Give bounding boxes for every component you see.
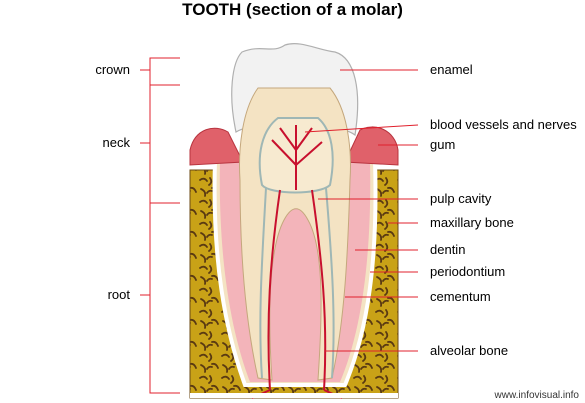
label-pulp-cavity: pulp cavity (430, 191, 492, 206)
gum-left (189, 127, 244, 166)
label-alveolar-bone: alveolar bone (430, 343, 509, 358)
label-crown: crown (95, 62, 130, 77)
gum-right (344, 126, 399, 166)
leader-lines (304, 69, 419, 352)
diagram-title: TOOTH (section of a molar) (182, 0, 403, 19)
root-canal-left (259, 187, 267, 379)
label-maxillary-bone: maxillary bone (430, 215, 514, 230)
label-gum: gum (430, 137, 456, 152)
label-enamel: enamel (430, 62, 473, 77)
label-dentin: dentin (430, 242, 466, 257)
left-bracket (140, 57, 180, 394)
label-root: root (107, 287, 130, 302)
site-credit: www.infovisual.info (494, 390, 579, 401)
label-cementum: cementum (430, 289, 491, 304)
root-canal-right (325, 187, 335, 379)
label-blood-vessels: blood vessels and nerves (430, 117, 577, 132)
label-periodontium: periodontium (430, 264, 506, 279)
label-neck: neck (102, 135, 130, 150)
bottom-gap (190, 393, 398, 398)
